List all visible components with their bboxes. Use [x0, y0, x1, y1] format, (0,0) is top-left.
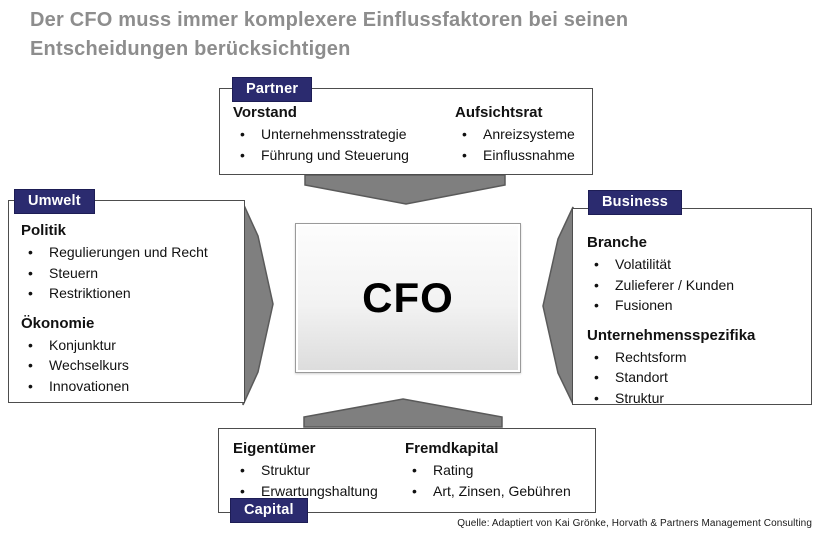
arrow-left-icon [542, 206, 574, 405]
section-heading: Ökonomie [21, 314, 95, 332]
capital-tab: Capital [230, 498, 308, 523]
umwelt-section-politik: Politik Regulierungen und Recht Steuern … [21, 222, 244, 304]
column-heading: Aufsichtsrat [455, 104, 543, 121]
business-tab: Business [588, 190, 683, 215]
partner-column-aufsichtsrat: Aufsichtsrat Anreizsysteme Einflussnahme [455, 104, 575, 165]
bullet-item: Steuern [21, 263, 244, 284]
capital-column-fremdkapital: Fremdkapital Rating Art, Zinsen, Gebühre… [405, 440, 571, 501]
arrow-right-icon [242, 202, 274, 406]
bullet-item: Unternehmensstrategie [233, 124, 455, 145]
section-heading: Unternehmensspezifika [587, 326, 756, 344]
source-note: Quelle: Adaptiert von Kai Grönke, Horvat… [457, 518, 812, 529]
bullet-item: Zulieferer / Kunden [587, 275, 811, 296]
bullet-item: Restriktionen [21, 283, 244, 304]
bullet-item: Art, Zinsen, Gebühren [405, 481, 571, 502]
bullet-item: Einflussnahme [455, 145, 575, 166]
partner-box: Vorstand Unternehmensstrategie Führung u… [219, 88, 593, 175]
section-heading: Politik [21, 222, 67, 239]
umwelt-section-oekonomie: Ökonomie Konjunktur Wechselkurs Innovati… [21, 315, 244, 397]
bullet-item: Regulierungen und Recht [21, 242, 244, 263]
bullet-item: Wechselkurs [21, 355, 244, 376]
partner-tab: Partner [232, 77, 313, 102]
bullet-item: Rechtsform [587, 347, 811, 368]
page-title-line2: Entscheidungen berücksichtigen [30, 38, 351, 60]
column-heading: Fremdkapital [405, 440, 499, 457]
umwelt-tab: Umwelt [14, 189, 95, 214]
business-box: Branche Volatilität Zulieferer / Kunden … [572, 208, 812, 408]
page-title: Der CFO muss immer komplexere Einflussfa… [30, 6, 770, 64]
page-title-line1: Der CFO muss immer komplexere Einflussfa… [30, 9, 629, 31]
bullet-item: Erwartungshaltung [233, 481, 405, 502]
bullet-item: Konjunktur [21, 335, 244, 356]
section-heading: Branche [587, 234, 648, 251]
column-heading: Vorstand [233, 104, 297, 121]
arrow-down-icon [304, 174, 506, 205]
umwelt-box: Politik Regulierungen und Recht Steuern … [8, 200, 245, 403]
cfo-box: CFO [295, 223, 521, 373]
bullet-item: Führung und Steuerung [233, 145, 455, 166]
arrow-up-icon [303, 398, 503, 428]
bullet-item: Struktur [233, 460, 405, 481]
bullet-item: Struktur [587, 388, 811, 409]
column-heading: Eigentümer [233, 440, 316, 457]
bullet-item: Anreizsysteme [455, 124, 575, 145]
bullet-item: Fusionen [587, 295, 811, 316]
bullet-item: Volatilität [587, 254, 811, 275]
capital-column-eigentuemer: Eigentümer Struktur Erwartungshaltung [233, 440, 405, 501]
cfo-label: CFO [362, 274, 454, 321]
business-section-unternehmensspezifika: Unternehmensspezifika Rechtsform Standor… [587, 327, 811, 409]
bullet-item: Standort [587, 367, 811, 388]
business-section-branche: Branche Volatilität Zulieferer / Kunden … [587, 234, 811, 316]
partner-column-vorstand: Vorstand Unternehmensstrategie Führung u… [233, 104, 455, 165]
bullet-item: Rating [405, 460, 571, 481]
bullet-item: Innovationen [21, 376, 244, 397]
